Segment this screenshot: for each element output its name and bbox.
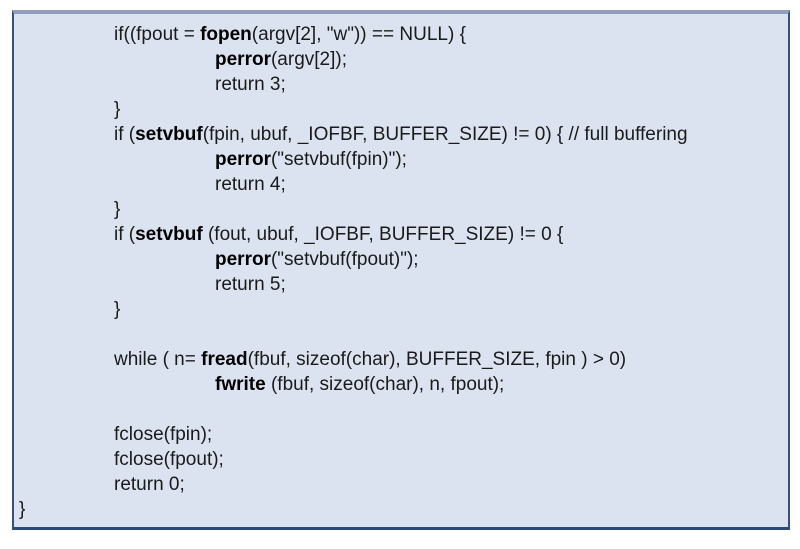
code-line: } bbox=[14, 297, 788, 322]
function-name: fwrite bbox=[215, 374, 266, 395]
code-text: if ( bbox=[114, 124, 136, 145]
code-line: return 3; bbox=[14, 72, 788, 97]
code-text: return 0; bbox=[114, 474, 185, 495]
code-text: fclose(fpin); bbox=[114, 424, 213, 445]
code-line: } bbox=[14, 197, 788, 222]
code-block: if((fpout = fopen(argv[2], "w")) == NULL… bbox=[14, 22, 788, 522]
code-text: (argv[2], "w")) == NULL) { bbox=[251, 24, 466, 45]
code-text: (fout, ubuf, _IOFBF, BUFFER_SIZE) != 0 { bbox=[202, 224, 564, 245]
code-text: return 5; bbox=[215, 274, 286, 295]
code-line: perror("setvbuf(fpout)"); bbox=[14, 247, 788, 272]
function-name: setvbuf bbox=[135, 224, 203, 245]
code-line: return 0; bbox=[14, 472, 788, 497]
code-text: if ( bbox=[114, 224, 136, 245]
code-text: (fbuf, sizeof(char), BUFFER_SIZE, fpin )… bbox=[247, 349, 627, 370]
code-line: fwrite (fbuf, sizeof(char), n, fpout); bbox=[14, 372, 788, 397]
code-line: return 5; bbox=[14, 272, 788, 297]
function-name: perror bbox=[215, 249, 271, 270]
code-text: ("setvbuf(fpin)"); bbox=[270, 149, 407, 170]
function-name: setvbuf bbox=[135, 124, 203, 145]
code-text: while ( n= bbox=[114, 349, 202, 370]
function-name: perror bbox=[215, 149, 271, 170]
code-text: return 4; bbox=[215, 174, 286, 195]
function-name: fopen bbox=[200, 24, 252, 45]
code-line: fclose(fpout); bbox=[14, 447, 788, 472]
code-text: (fpin, ubuf, _IOFBF, BUFFER_SIZE) != 0) … bbox=[202, 124, 688, 145]
code-line: } bbox=[14, 97, 788, 122]
code-line: return 4; bbox=[14, 172, 788, 197]
code-text: return 3; bbox=[215, 74, 286, 95]
code-text: ("setvbuf(fpout)"); bbox=[270, 249, 419, 270]
function-name: perror bbox=[215, 49, 271, 70]
code-text: } bbox=[114, 99, 121, 120]
code-box: if((fpout = fopen(argv[2], "w")) == NULL… bbox=[12, 10, 790, 530]
code-text: } bbox=[114, 199, 121, 220]
code-line bbox=[14, 397, 788, 422]
code-line: } bbox=[14, 497, 788, 522]
code-line bbox=[14, 322, 788, 347]
function-name: fread bbox=[201, 349, 248, 370]
code-line: if((fpout = fopen(argv[2], "w")) == NULL… bbox=[14, 22, 788, 47]
code-line: perror("setvbuf(fpin)"); bbox=[14, 147, 788, 172]
code-text: (argv[2]); bbox=[270, 49, 347, 70]
code-line: fclose(fpin); bbox=[14, 422, 788, 447]
code-text: } bbox=[19, 499, 26, 520]
code-line: if (setvbuf (fout, ubuf, _IOFBF, BUFFER_… bbox=[14, 222, 788, 247]
code-text: (fbuf, sizeof(char), n, fpout); bbox=[265, 374, 505, 395]
code-text: if((fpout = bbox=[114, 24, 201, 45]
code-line: if (setvbuf(fpin, ubuf, _IOFBF, BUFFER_S… bbox=[14, 122, 788, 147]
code-line: while ( n= fread(fbuf, sizeof(char), BUF… bbox=[14, 347, 788, 372]
code-text: } bbox=[114, 299, 121, 320]
code-line: perror(argv[2]); bbox=[14, 47, 788, 72]
code-text: fclose(fpout); bbox=[114, 449, 224, 470]
